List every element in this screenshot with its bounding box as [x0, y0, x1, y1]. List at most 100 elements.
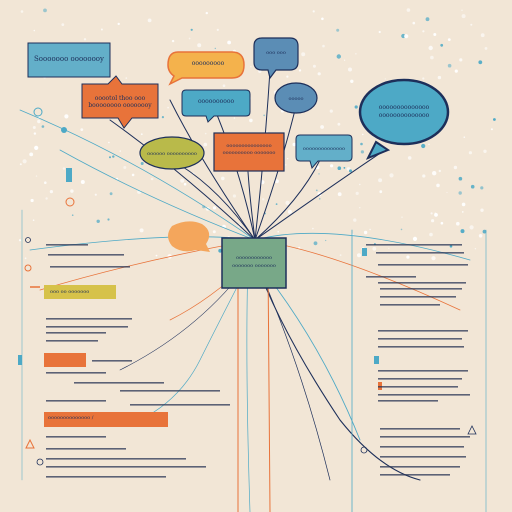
speckle: [322, 44, 325, 48]
speckle: [428, 143, 430, 145]
speckle: [33, 29, 36, 32]
speckle: [350, 79, 354, 84]
speckle: [37, 119, 41, 124]
speckle: [263, 114, 266, 117]
left-yellow-bar: [44, 285, 116, 299]
speckle: [422, 174, 426, 178]
speckle: [336, 54, 341, 59]
speckle: [355, 53, 357, 55]
speckle: [112, 155, 115, 158]
text-line: [378, 370, 468, 372]
speckle: [139, 228, 144, 233]
big-ellipse-text: oooooooooooooo oooooooooooooo: [378, 104, 430, 119]
speckle: [218, 248, 223, 253]
speckle: [482, 229, 487, 234]
text-line: [50, 266, 130, 268]
speckle: [188, 37, 191, 40]
speckle: [19, 163, 22, 166]
bubble-orange-pill: [167, 51, 245, 86]
speckle: [458, 191, 462, 195]
text-line: [380, 288, 462, 290]
speckle: [344, 59, 346, 61]
speckle: [484, 47, 488, 50]
speckle: [197, 43, 202, 48]
speckle: [45, 197, 48, 200]
speckle: [478, 234, 483, 238]
speckle: [312, 64, 316, 68]
speckle: [140, 162, 144, 165]
speckle: [348, 67, 352, 72]
speckle: [404, 34, 409, 39]
text-line: [380, 466, 460, 468]
speckle: [362, 133, 364, 136]
speckle: [480, 208, 484, 212]
speckle: [461, 202, 466, 207]
speckle: [96, 219, 100, 223]
bubble-blue-small-right: [274, 82, 318, 114]
orange-left-box-text: ooootol thoo ooo boooooooo oooooooy: [88, 95, 152, 109]
speckle: [330, 164, 334, 168]
text-line: [378, 386, 458, 388]
speckle: [438, 169, 441, 173]
speckle: [318, 173, 320, 175]
speckle: [468, 151, 472, 155]
speckle: [440, 43, 444, 47]
left-orange-bar-label: oooooooooooooo /: [48, 415, 94, 421]
speckle: [407, 156, 412, 160]
text-line: [46, 318, 132, 320]
speckle: [155, 254, 158, 257]
speckle: [161, 116, 164, 119]
speckle: [447, 38, 451, 41]
speckle: [301, 52, 306, 57]
left-yellow-bar-label: ooo oo ooooooo: [50, 289, 90, 295]
left-blue-tick: [18, 355, 22, 365]
left-orange-bar-1: [44, 353, 86, 367]
speckle: [100, 28, 103, 31]
speckle: [329, 109, 333, 113]
speckle: [83, 38, 87, 41]
speckle: [474, 248, 477, 250]
speckle: [275, 179, 279, 184]
speckle: [147, 18, 152, 23]
bubble-olive-ellipse: [139, 136, 205, 170]
speckle: [449, 245, 453, 248]
bubble-blue-top-small: [253, 37, 299, 80]
speckle: [34, 145, 39, 150]
speckle: [285, 164, 287, 166]
speckle: [384, 78, 386, 80]
bubble-big-ellipse: [358, 78, 450, 160]
text-line: [46, 326, 128, 328]
speckle: [337, 192, 342, 197]
speckle: [412, 21, 416, 25]
speckle: [317, 72, 321, 76]
speckle: [70, 189, 74, 193]
left-column-text: [30, 244, 230, 478]
text-line: [378, 394, 470, 396]
text-line: [366, 244, 462, 246]
speckle: [437, 75, 442, 80]
speckle: [389, 173, 394, 178]
speckle: [315, 189, 318, 192]
speckle: [94, 193, 97, 196]
speckle: [167, 106, 170, 109]
speckle: [429, 232, 433, 237]
speckle: [18, 239, 22, 242]
text-line: [376, 252, 464, 254]
speckle: [421, 143, 426, 149]
text-line: [30, 286, 40, 288]
text-line: [46, 476, 166, 478]
speckle: [49, 190, 54, 194]
text-line: [46, 458, 186, 460]
text-line: [46, 436, 106, 438]
text-line: [120, 390, 220, 392]
speckle: [319, 198, 321, 200]
text-line: [130, 404, 230, 406]
speckle: [434, 212, 437, 215]
speckle: [131, 173, 135, 177]
speckle: [312, 227, 314, 230]
speckle: [470, 23, 473, 26]
speckle: [190, 28, 193, 31]
speckle: [30, 198, 34, 203]
speckle: [109, 192, 113, 196]
speckle: [325, 239, 327, 242]
